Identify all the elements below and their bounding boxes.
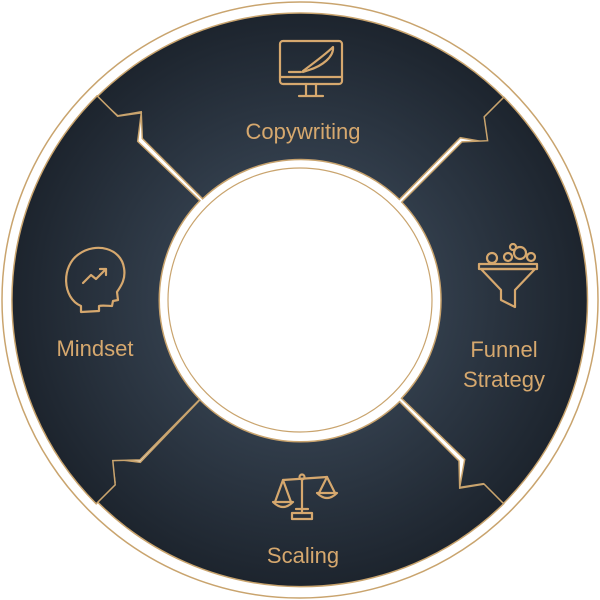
segment-label-line: Copywriting	[246, 119, 361, 144]
balance-scale-icon	[271, 473, 339, 521]
segment-label-line: Strategy	[463, 367, 545, 392]
segment-label-mindset: Mindset	[56, 336, 133, 361]
center-hole	[167, 167, 433, 433]
segment-label-copywriting: Copywriting	[246, 119, 361, 144]
segment-left	[11, 94, 201, 505]
monitor-quill-icon	[278, 39, 344, 98]
head-growth-icon	[65, 246, 126, 314]
segment-label-line: Funnel	[470, 337, 537, 362]
segment-label-line: Mindset	[56, 336, 133, 361]
segment-label-scaling: Scaling	[267, 543, 339, 568]
funnel-icon	[477, 242, 539, 309]
segment-top	[95, 12, 507, 201]
segment-label-line: Scaling	[267, 543, 339, 568]
